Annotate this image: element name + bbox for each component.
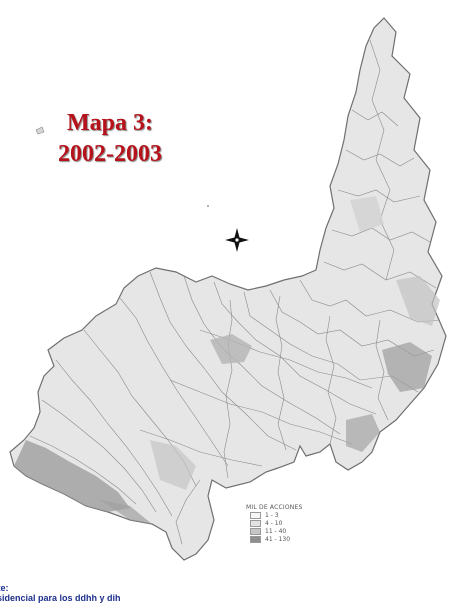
region-outline <box>9 17 447 561</box>
source-line2: esidencial para los ddhh y dih <box>0 593 121 603</box>
source-note: nte: esidencial para los ddhh y dih <box>0 583 121 603</box>
islet <box>35 126 45 135</box>
municipal-boundaries <box>29 39 441 545</box>
map-dot <box>207 205 209 207</box>
legend-item: 41 - 130 <box>246 535 356 543</box>
legend-label: 41 - 130 <box>265 535 291 543</box>
legend-label: 4 - 10 <box>265 519 283 527</box>
shaded-zones <box>14 196 440 524</box>
legend-item: 4 - 10 <box>246 519 356 527</box>
legend-label: 11 - 40 <box>265 527 287 535</box>
legend: MIL DE ACCIONES 1 - 3 4 - 10 11 - 40 41 … <box>246 504 356 543</box>
legend-swatch <box>250 535 261 543</box>
source-line1: nte: <box>0 583 9 593</box>
map-title: Mapa 3: 2002-2003 <box>30 108 190 170</box>
legend-title: MIL DE ACCIONES <box>246 504 303 511</box>
legend-swatch <box>250 527 261 535</box>
legend-frame <box>244 502 360 552</box>
compass-rose-icon <box>225 228 249 252</box>
legend-item: 11 - 40 <box>246 527 356 535</box>
legend-label: 1 - 3 <box>265 511 279 519</box>
legend-item: 1 - 3 <box>246 511 356 519</box>
legend-swatch <box>250 519 261 527</box>
map-title-line2: 2002-2003 <box>58 141 162 167</box>
map-title-line1: Mapa 3: <box>67 110 153 136</box>
legend-swatch <box>250 511 261 519</box>
